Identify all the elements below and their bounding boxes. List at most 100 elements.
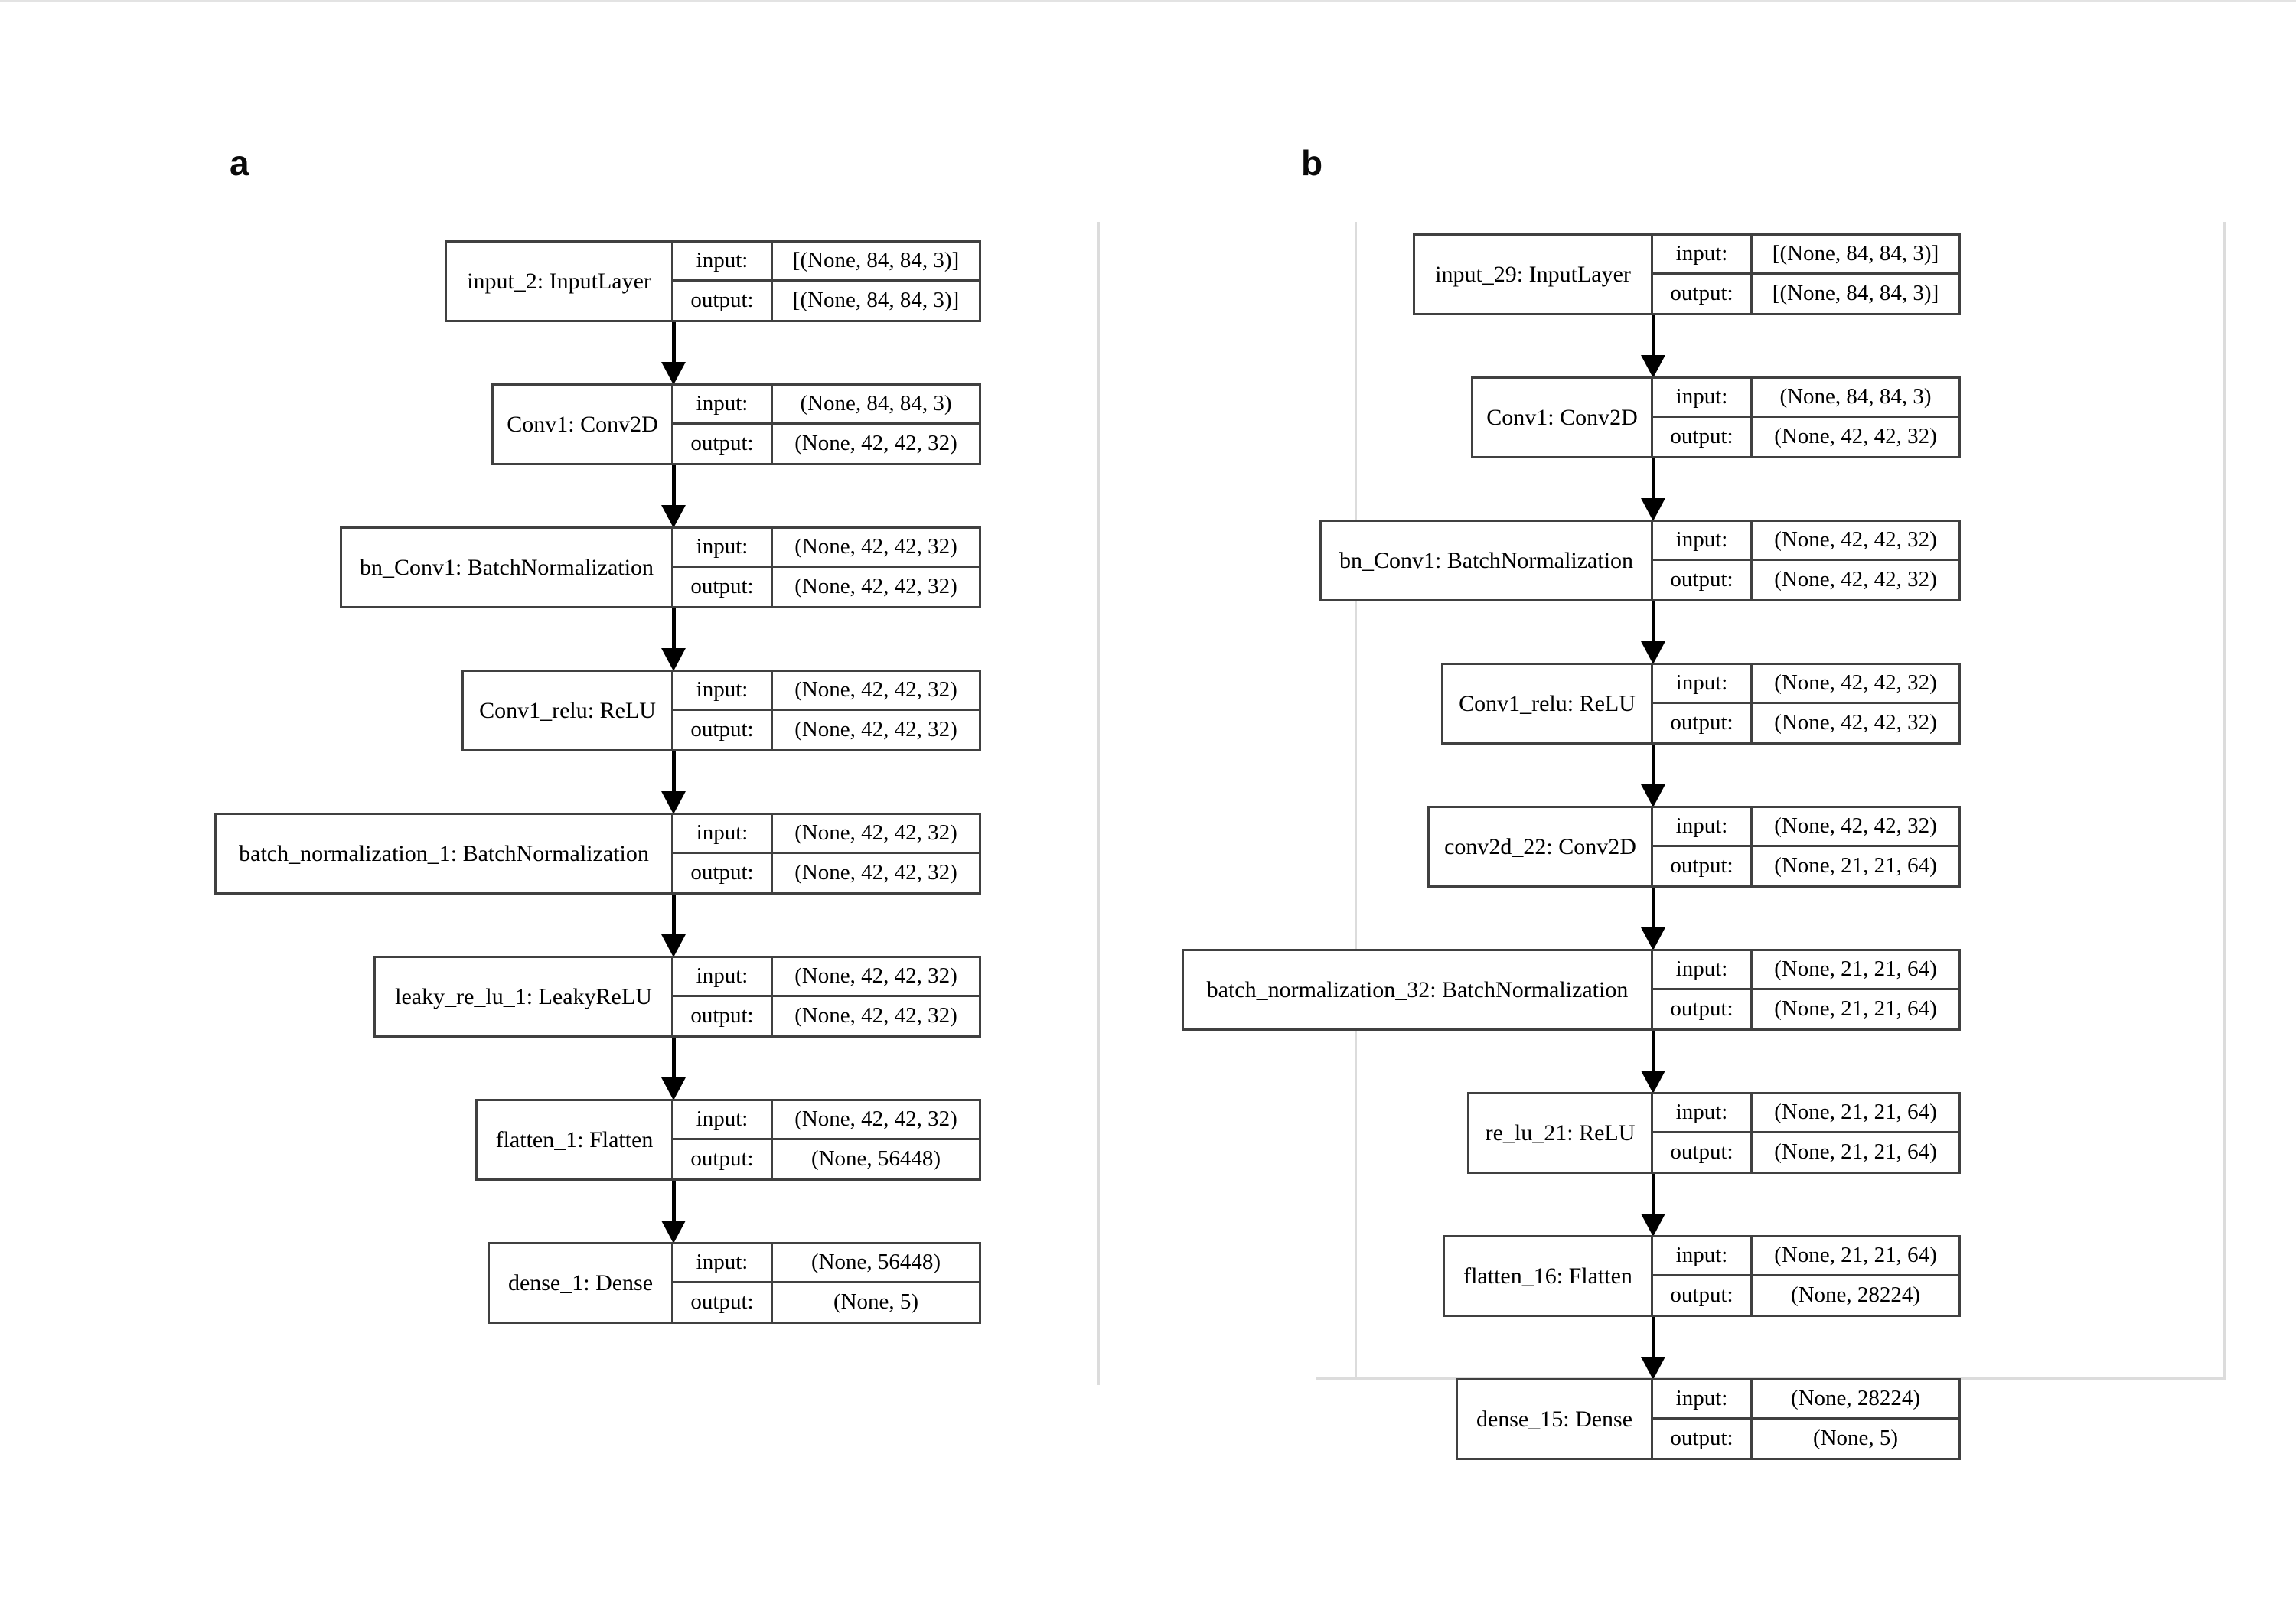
page-top-hairline [0,0,2296,2]
input-label: input: [1675,1100,1728,1125]
layer-name: re_lu_21: ReLU [1485,1120,1636,1146]
input-label: input: [696,1107,748,1132]
connector-arrow [672,895,676,936]
connector-arrow [672,1181,676,1222]
input-label: input: [696,677,748,702]
connector-arrow [672,751,676,793]
layer-name: batch_normalization_32: BatchNormalizati… [1206,976,1629,1002]
layer-name: flatten_16: Flatten [1463,1263,1632,1289]
connector-arrowhead [661,1221,686,1244]
output-shape: (None, 21, 21, 64) [1750,1133,1958,1172]
input-shape: (None, 21, 21, 64) [1750,1237,1958,1274]
output-label: output: [690,1289,754,1315]
connector-arrowhead [1641,1214,1665,1237]
connector-arrowhead [1641,1357,1665,1380]
input-shape: (None, 42, 42, 32) [771,1101,979,1138]
output-label: output: [1670,281,1733,306]
output-shape: (None, 5) [771,1283,979,1322]
input-shape: (None, 84, 84, 3) [771,386,979,422]
connector-arrow [1652,601,1655,643]
layer-name: input_2: InputLayer [467,268,651,294]
output-label: output: [1670,1426,1733,1451]
input-label: input: [1675,527,1728,553]
panel-b-label: b [1301,143,1323,183]
output-shape: (None, 42, 42, 32) [771,853,979,892]
layer-node: batch_normalization_1: BatchNormalizatio… [214,813,981,895]
layer-node: flatten_16: Flatten input: (None, 21, 21, … [1443,1235,1961,1317]
input-label: input: [1675,1243,1728,1268]
input-shape: (None, 84, 84, 3) [1750,379,1958,416]
input-shape: [(None, 84, 84, 3)] [1750,236,1958,272]
output-label: output: [690,1146,754,1172]
output-shape: (None, 42, 42, 32) [1750,703,1958,742]
connector-arrow [1652,1317,1655,1358]
connector-arrow [672,1038,676,1079]
connector-arrow [1652,888,1655,929]
input-label: input: [1675,813,1728,839]
layer-name: Conv1_relu: ReLU [479,697,656,723]
output-shape: [(None, 84, 84, 3)] [1750,274,1958,313]
input-label: input: [1675,241,1728,266]
output-label: output: [1670,424,1733,449]
output-label: output: [690,288,754,313]
output-shape: (None, 42, 42, 32) [771,996,979,1035]
input-shape: (None, 42, 42, 32) [771,815,979,852]
output-label: output: [690,717,754,742]
layer-node: re_lu_21: ReLU input: (None, 21, 21, 64) ou… [1467,1092,1961,1174]
layer-name: batch_normalization_1: BatchNormalizatio… [239,840,649,866]
layer-name: bn_Conv1: BatchNormalization [1339,547,1634,573]
input-label: input: [1675,384,1728,409]
output-shape: (None, 42, 42, 32) [1750,560,1958,599]
input-shape: (None, 42, 42, 32) [771,672,979,709]
connector-arrowhead [1641,1071,1665,1094]
connector-arrowhead [661,362,686,385]
layer-node: dense_1: Dense input: (None, 56448) output:… [488,1242,981,1324]
layer-node: bn_Conv1: BatchNormalization input: (None,… [340,526,981,608]
layer-node: batch_normalization_32: BatchNormalizati… [1182,949,1961,1031]
input-label: input: [696,391,748,416]
connector-arrowhead [661,505,686,528]
layer-node: leaky_re_lu_1: LeakyReLU input: (None, 42,… [373,956,981,1038]
output-shape: (None, 42, 42, 32) [771,424,979,463]
input-shape: (None, 21, 21, 64) [1750,1094,1958,1131]
output-label: output: [1670,710,1733,735]
connector-arrowhead [1641,355,1665,378]
panel-b-canvas-left-edge [1355,222,1357,1379]
input-shape: (None, 42, 42, 32) [1750,665,1958,702]
panel-b-canvas-right-edge [2223,222,2226,1379]
connector-arrowhead [1641,498,1665,521]
output-label: output: [1670,853,1733,878]
connector-arrowhead [1641,641,1665,664]
output-shape: [(None, 84, 84, 3)] [771,281,979,320]
output-shape: (None, 5) [1750,1419,1958,1458]
connector-arrowhead [661,934,686,957]
input-label: input: [696,248,748,273]
output-label: output: [1670,567,1733,592]
layer-node: bn_Conv1: BatchNormalization input: (None,… [1319,520,1961,601]
connector-arrow [1652,1031,1655,1072]
connector-arrow [672,465,676,507]
output-label: output: [690,860,754,885]
connector-arrow [672,608,676,650]
layer-name: Conv1: Conv2D [507,411,658,437]
connector-arrow [672,322,676,363]
layer-name: bn_Conv1: BatchNormalization [359,554,654,580]
layer-name: conv2d_22: Conv2D [1444,833,1636,859]
layer-name: Conv1: Conv2D [1486,404,1638,430]
input-shape: (None, 42, 42, 32) [771,958,979,995]
output-label: output: [1670,1139,1733,1165]
input-shape: (None, 42, 42, 32) [771,529,979,566]
output-shape: (None, 42, 42, 32) [771,567,979,606]
input-label: input: [696,1250,748,1275]
input-label: input: [696,963,748,989]
input-shape: (None, 56448) [771,1244,979,1281]
layer-name: dense_1: Dense [507,1270,654,1296]
layer-name: leaky_re_lu_1: LeakyReLU [395,983,652,1009]
input-label: input: [696,534,748,559]
